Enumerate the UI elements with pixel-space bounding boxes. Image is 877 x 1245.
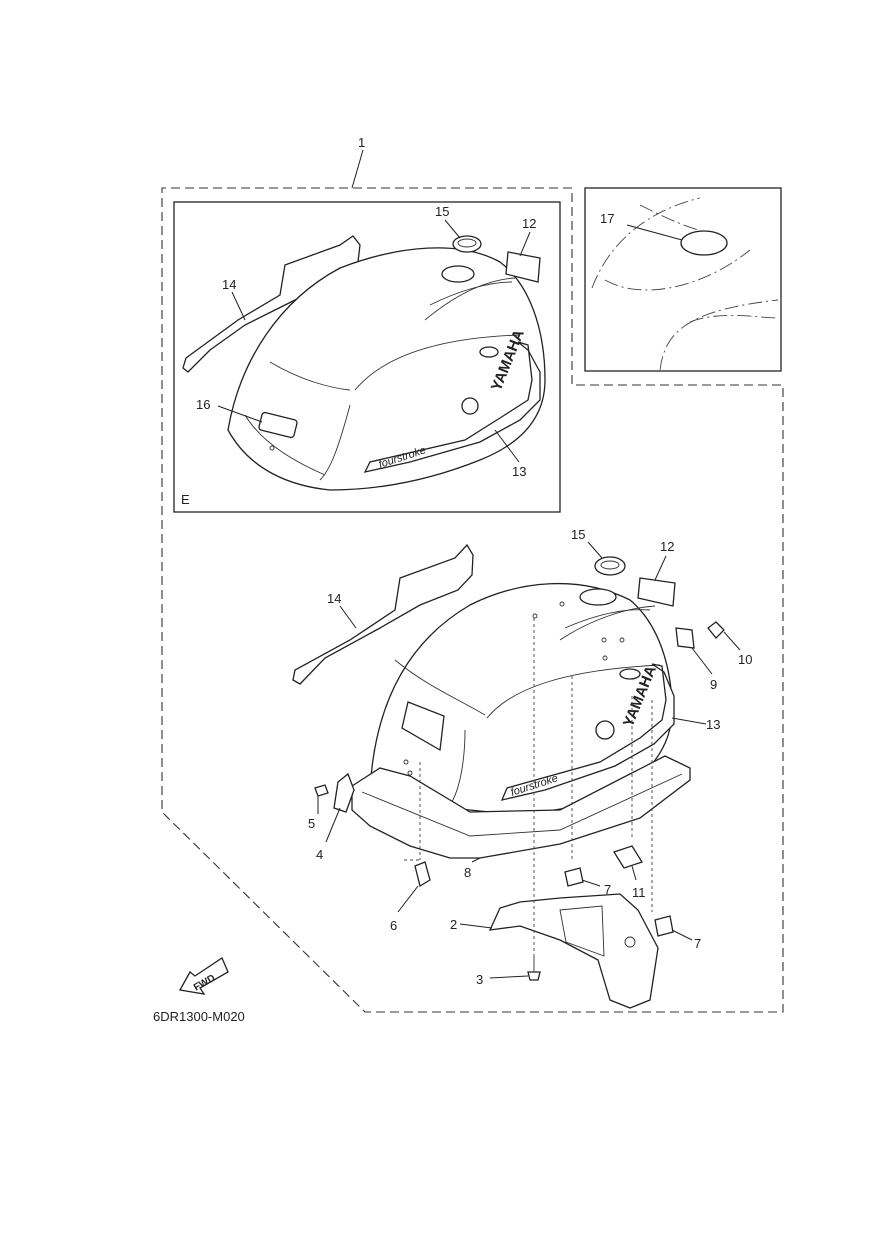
top-cowling xyxy=(369,582,673,814)
assembly-boundary xyxy=(161,187,784,1013)
cowling-vent xyxy=(401,701,445,752)
bracket-2 xyxy=(488,893,659,1009)
callout-12-inset: 12 xyxy=(522,216,536,231)
inset-e-frame xyxy=(173,201,561,513)
callout-6: 6 xyxy=(390,918,397,933)
cap-seat xyxy=(579,588,617,606)
callout-15-main: 15 xyxy=(571,527,585,542)
inset-17-frame xyxy=(584,187,782,372)
decal-13 xyxy=(500,663,675,801)
callout-9: 9 xyxy=(710,677,717,692)
inset-cap-seat xyxy=(441,265,475,283)
inset-badge-16 xyxy=(258,411,298,439)
leader-lines xyxy=(217,149,741,979)
callout-8: 8 xyxy=(464,865,471,880)
callout-4: 4 xyxy=(316,847,323,862)
latch-6 xyxy=(414,861,431,888)
tuning-fork-logo xyxy=(595,720,615,740)
callout-1: 1 xyxy=(358,135,365,150)
callout-17: 17 xyxy=(600,211,614,226)
callout-15-inset: 15 xyxy=(435,204,449,219)
inset-decal-14 xyxy=(182,235,361,373)
hinge-11 xyxy=(613,845,643,869)
clip-7b xyxy=(654,915,674,937)
pin-5 xyxy=(314,784,329,797)
callout-14-main: 14 xyxy=(327,591,341,606)
inset-label-12 xyxy=(505,251,541,283)
bracket-4 xyxy=(333,772,355,813)
callout-14-inset: 14 xyxy=(222,277,236,292)
callout-numbers: 1 15 12 17 14 16 13 15 12 14 10 9 13 5 4… xyxy=(196,135,752,987)
main-cowling-assembly: YAMAHA fourstroke xyxy=(292,543,725,1009)
inset-emblem xyxy=(479,346,499,358)
label-12 xyxy=(637,577,676,607)
bolt-10 xyxy=(707,621,725,639)
fwd-arrow-icon: FWD xyxy=(178,957,229,995)
callout-12-main: 12 xyxy=(660,539,674,554)
seal-8 xyxy=(351,755,691,859)
callout-2: 2 xyxy=(450,917,457,932)
clip-9 xyxy=(675,627,695,649)
callout-16: 16 xyxy=(196,397,210,412)
callout-3: 3 xyxy=(476,972,483,987)
callout-10: 10 xyxy=(738,652,752,667)
inset-e-label: E xyxy=(181,492,190,507)
inset-e-cowling: YAMAHA fourstroke xyxy=(182,235,546,491)
inset-cap-15 xyxy=(452,235,482,253)
callout-13-main: 13 xyxy=(706,717,720,732)
clip-7a xyxy=(564,867,584,887)
emblem xyxy=(619,668,641,680)
diagram-code: 6DR1300-M020 xyxy=(153,1009,245,1024)
callout-7a: 7 xyxy=(604,882,611,897)
grommet-17 xyxy=(680,230,728,256)
cap-15 xyxy=(594,556,626,576)
inset-decal-13 xyxy=(363,341,541,473)
callout-5: 5 xyxy=(308,816,315,831)
callout-11: 11 xyxy=(632,885,646,900)
decal-14 xyxy=(292,543,474,685)
callout-7b: 7 xyxy=(694,936,701,951)
inset-17-detail xyxy=(591,197,779,371)
screw-3 xyxy=(527,971,541,981)
inset-tuning-fork-logo xyxy=(461,397,479,415)
inset-cowling-body xyxy=(227,247,546,491)
callout-13-inset: 13 xyxy=(512,464,526,479)
